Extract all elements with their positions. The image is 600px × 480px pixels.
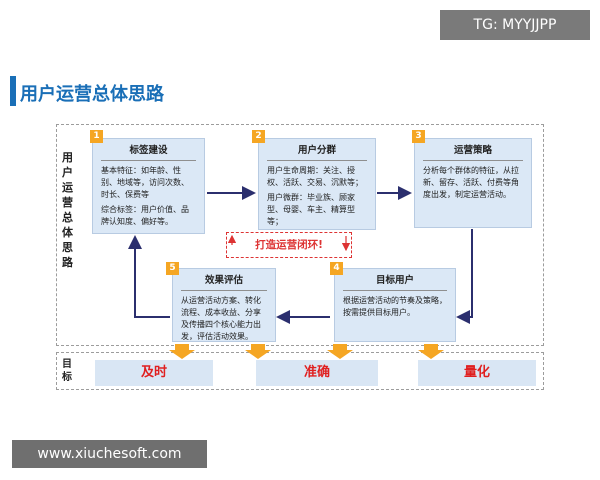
step-text: 分析每个群体的特征，从拉新、留存、活跃、付费等角度出发，制定运营活动。 (423, 166, 519, 199)
goal-timely: 及时 (95, 360, 213, 386)
step-text: 根据运营活动的节奏及策略，按需提供目标用户。 (343, 296, 447, 317)
step-title: 用户分群 (267, 145, 367, 161)
step-box-target-users: 目标用户 根据运营活动的节奏及策略，按需提供目标用户。 (334, 268, 456, 342)
page-title: 用户运营总体思路 (20, 84, 164, 105)
step-text: 用户生命周期：关注、授权、活跃、交易、沉默等； (267, 166, 363, 187)
step-title: 标签建设 (101, 145, 196, 161)
step-text: 基本特征：如年龄、性别、地域等，访问次数、时长、保费等 (101, 166, 189, 199)
side-label: 用户运营总体思路 (62, 151, 73, 269)
goal-label: 目标 (62, 359, 72, 383)
closed-loop-label: 打造运营闭环! (226, 232, 352, 258)
goal-arrow-3 (327, 344, 353, 359)
step-number-badge: 3 (412, 130, 425, 143)
goal-arrow-1 (169, 344, 195, 359)
step-title: 目标用户 (343, 275, 447, 291)
step-number-badge: 2 (252, 130, 265, 143)
step-box-strategy: 运营策略 分析每个群体的特征，从拉新、留存、活跃、付费等角度出发，制定运营活动。 (414, 138, 532, 228)
goal-accurate: 准确 (256, 360, 378, 386)
goal-frame (56, 352, 544, 390)
flow-frame (56, 124, 544, 346)
step-number-badge: 5 (166, 262, 179, 275)
watermark-bottom: www.xiuchesoft.com (12, 440, 207, 468)
step-text: 从运营活动方案、转化流程、成本收益、分享及传播四个核心能力出发，评估活动效果。 (181, 296, 261, 341)
step-box-segmentation: 用户分群 用户生命周期：关注、授权、活跃、交易、沉默等； 用户微群：毕业族、顾家… (258, 138, 376, 230)
step-title: 效果评估 (181, 275, 267, 291)
goal-arrow-4 (418, 344, 444, 359)
watermark-top: TG: MYYJJPP (440, 10, 590, 40)
title-accent-bar (10, 76, 16, 106)
goal-arrow-2 (245, 344, 271, 359)
step-number-badge: 4 (330, 262, 343, 275)
step-title: 运营策略 (423, 145, 523, 161)
step-box-tagging: 标签建设 基本特征：如年龄、性别、地域等，访问次数、时长、保费等 综合标签：用户… (92, 138, 205, 234)
step-box-evaluation: 效果评估 从运营活动方案、转化流程、成本收益、分享及传播四个核心能力出发，评估活… (172, 268, 276, 342)
step-number-badge: 1 (90, 130, 103, 143)
arrow-5-to-1 (128, 235, 170, 318)
step-text: 综合标签：用户价值、品牌认知度、偏好等。 (101, 205, 189, 226)
step-text: 用户微群：毕业族、顾家型、母婴、车主、精算型等； (267, 193, 355, 226)
arrow-3-to-4 (456, 229, 473, 324)
goal-quantified: 量化 (418, 360, 536, 386)
